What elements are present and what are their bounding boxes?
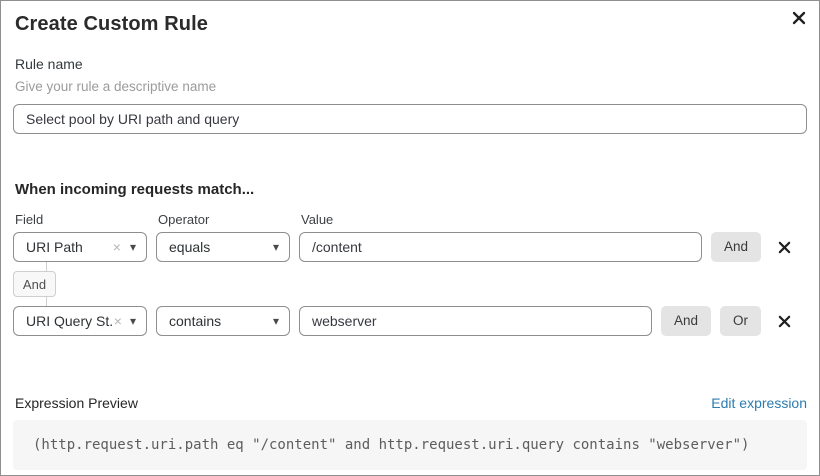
add-and-condition-button-2[interactable]: And	[660, 306, 711, 336]
condition-row-1: URI Path × ▾ equals ▾ And	[13, 232, 792, 262]
chevron-down-icon: ▾	[272, 314, 279, 328]
operator-select-2-value: contains	[169, 313, 222, 329]
condition-connector: And	[13, 262, 807, 306]
rule-name-input[interactable]	[13, 104, 807, 134]
value-column-label: Value	[301, 212, 334, 227]
condition-column-headers: Field Operator Value	[13, 212, 807, 228]
field-select-2-value: URI Query St...	[26, 313, 114, 329]
rule-name-helper: Give your rule a descriptive name	[15, 79, 217, 94]
chevron-down-icon: ▾	[129, 240, 136, 254]
and-connector-badge: And	[13, 271, 56, 297]
value-input-1[interactable]	[299, 232, 702, 262]
clear-field-icon[interactable]: ×	[113, 313, 122, 329]
expression-preview-header: Expression Preview Edit expression	[13, 394, 807, 412]
chevron-down-icon: ▾	[272, 240, 279, 254]
field-column-label: Field	[15, 212, 44, 227]
match-heading: When incoming requests match...	[15, 181, 255, 198]
remove-condition-icon-1[interactable]	[776, 239, 792, 255]
chevron-down-icon: ▾	[129, 314, 136, 328]
operator-select-1[interactable]: equals ▾	[156, 232, 290, 262]
operator-column-label: Operator	[158, 212, 210, 227]
close-icon[interactable]	[788, 7, 810, 29]
operator-select-2[interactable]: contains ▾	[156, 306, 290, 336]
add-or-condition-button-2[interactable]: Or	[720, 306, 761, 336]
field-select-1[interactable]: URI Path × ▾	[13, 232, 147, 262]
field-select-1-value: URI Path	[26, 239, 83, 255]
field-select-2[interactable]: URI Query St... × ▾	[13, 306, 147, 336]
clear-field-icon[interactable]: ×	[112, 239, 121, 255]
dialog-title: Create Custom Rule	[15, 13, 208, 35]
rule-name-label: Rule name	[15, 56, 83, 72]
operator-select-1-value: equals	[169, 239, 211, 255]
edit-expression-link[interactable]: Edit expression	[711, 395, 807, 411]
expression-preview-label: Expression Preview	[15, 395, 138, 411]
remove-condition-icon-2[interactable]	[776, 313, 792, 329]
expression-preview-box: (http.request.uri.path eq "/content" and…	[13, 420, 807, 470]
add-and-condition-button-1[interactable]: And	[710, 232, 761, 262]
expression-text: (http.request.uri.path eq "/content" and…	[33, 437, 750, 453]
condition-row-2: URI Query St... × ▾ contains ▾ And Or	[13, 306, 792, 336]
value-input-2[interactable]	[299, 306, 652, 336]
